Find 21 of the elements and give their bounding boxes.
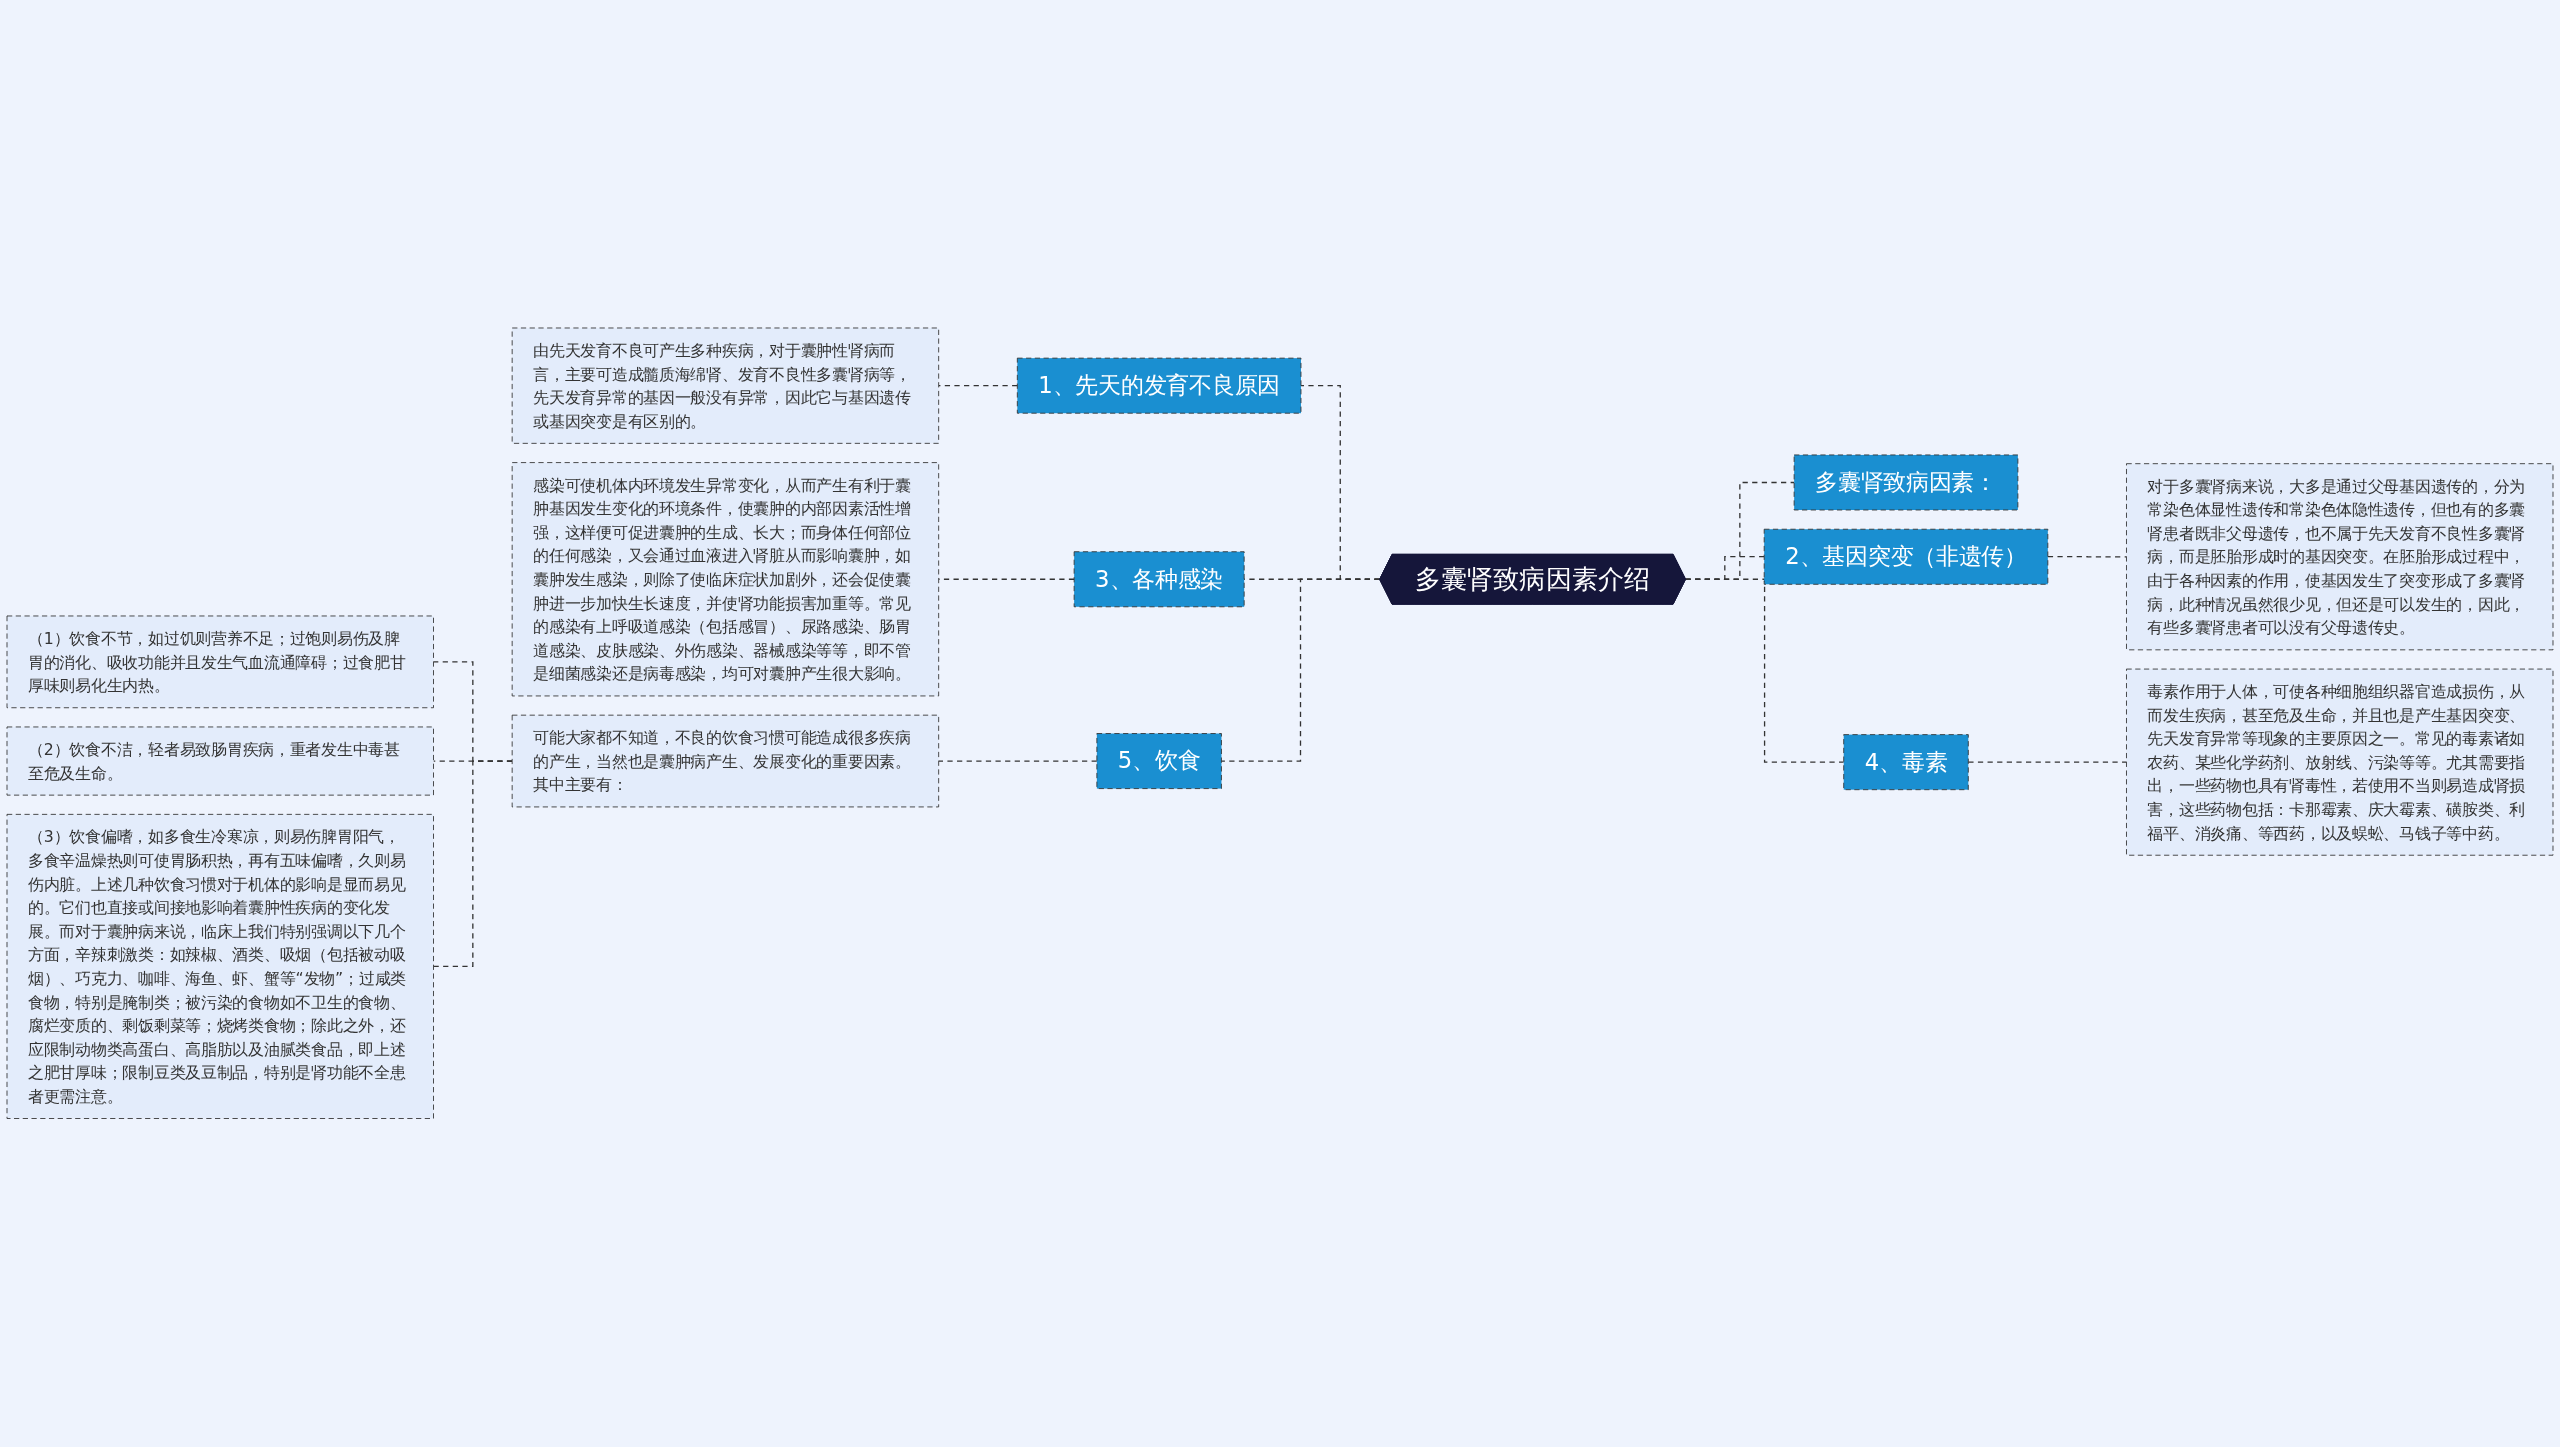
node-box [1016,357,1302,414]
node-box [1096,733,1222,790]
node-box [1793,454,2019,511]
node-box [511,462,940,697]
node-box [6,615,434,709]
node-box [2126,668,2554,856]
connector [2047,556,2128,558]
connector [432,760,513,968]
node-box [511,327,940,445]
node-box [511,715,940,808]
node-box [1843,734,1969,791]
connector [1967,761,2128,764]
connector [938,760,1098,762]
connector [1684,578,1845,764]
node-box [1763,529,2049,585]
node-box [6,814,434,1120]
node-box [2126,463,2554,651]
node-box [1073,551,1245,608]
connector [938,385,1018,387]
connector [1220,578,1381,762]
node-box [6,726,434,796]
